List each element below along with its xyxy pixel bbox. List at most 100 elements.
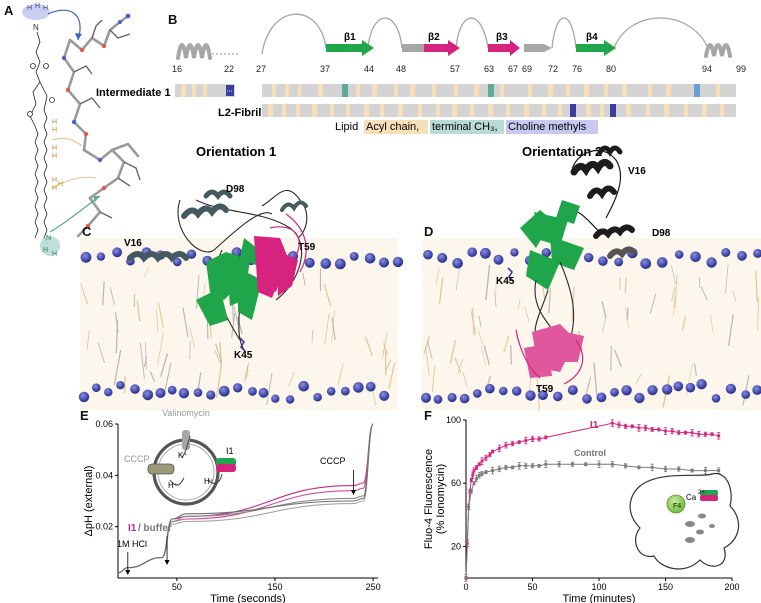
lipid-headgroup bbox=[656, 257, 668, 268]
legend-ch3-swatch bbox=[430, 120, 504, 134]
lipid-headgroup bbox=[326, 387, 336, 396]
atom-h: H bbox=[43, 247, 48, 254]
lipid-tail bbox=[685, 363, 693, 397]
lipid-headgroup bbox=[541, 248, 551, 258]
lipid-tail bbox=[266, 372, 273, 406]
lipid-headgroup bbox=[741, 390, 750, 399]
label-buffer: / buffer bbox=[138, 523, 172, 534]
contact-stripe bbox=[398, 104, 403, 117]
lipid-headgroup bbox=[473, 389, 482, 398]
y-tick-label: 20 bbox=[451, 541, 461, 551]
atom-h: H bbox=[52, 145, 57, 152]
lipid-tail bbox=[732, 290, 737, 302]
bar-fibril bbox=[262, 104, 736, 117]
residue-number: 22 bbox=[224, 64, 234, 74]
data-point bbox=[690, 469, 694, 472]
x-tick-label: 50 bbox=[172, 582, 182, 592]
lipid-headgroup bbox=[621, 385, 632, 396]
contact-stripe bbox=[506, 104, 510, 117]
lipid-tails bbox=[423, 262, 760, 411]
legend-acyl-swatch bbox=[364, 120, 428, 134]
x-tick-label: 50 bbox=[527, 582, 537, 592]
residue-number: 67 bbox=[508, 64, 518, 74]
lipid-headgroup bbox=[104, 388, 113, 397]
lipid-tail bbox=[438, 277, 444, 304]
data-point bbox=[511, 466, 514, 469]
lipid-headgroup bbox=[596, 392, 607, 403]
data-point bbox=[584, 462, 588, 466]
lipid-tail bbox=[470, 311, 476, 334]
contact-stripe bbox=[285, 84, 289, 97]
lipid-headgroup bbox=[96, 252, 106, 261]
lipid-tail bbox=[624, 277, 627, 294]
lipid-headgroup bbox=[285, 395, 295, 404]
arrow-head bbox=[75, 33, 82, 40]
lipid-tail bbox=[699, 277, 701, 289]
atom-h: H bbox=[52, 177, 57, 184]
lipid-tail bbox=[454, 356, 462, 374]
lipid-headgroup bbox=[178, 388, 190, 399]
residue-number: 76 bbox=[572, 64, 582, 74]
lipid-headgroup bbox=[499, 386, 508, 396]
label-t59: T59 bbox=[536, 384, 554, 395]
data-point bbox=[475, 466, 479, 469]
data-point bbox=[644, 426, 647, 430]
contact-stripe bbox=[342, 84, 348, 97]
lipid-tail bbox=[232, 302, 239, 326]
i1-icon-green bbox=[700, 490, 718, 496]
lipid-tail bbox=[585, 376, 592, 396]
contact-stripe bbox=[364, 104, 369, 117]
lipid-tail bbox=[302, 273, 306, 286]
data-point bbox=[469, 489, 473, 493]
y-tick-label: 60 bbox=[451, 478, 461, 488]
lipid-headgroup bbox=[142, 389, 154, 401]
lipid-headgroup bbox=[674, 250, 684, 259]
data-point bbox=[517, 464, 521, 468]
contact-stripe bbox=[702, 104, 707, 117]
legend-choline: Choline methyls bbox=[508, 121, 587, 133]
contact-stripe bbox=[330, 104, 334, 117]
contact-stripe bbox=[454, 84, 458, 97]
lipid-tail bbox=[757, 297, 760, 330]
lipid-tail bbox=[331, 317, 336, 340]
residue-number: 80 bbox=[606, 64, 616, 74]
residue-number: 99 bbox=[736, 64, 746, 74]
lipid-tail bbox=[383, 342, 388, 355]
contact-stripe bbox=[584, 84, 589, 97]
lipid-tail bbox=[462, 372, 468, 386]
lipid-headgroup bbox=[752, 385, 761, 395]
label-k45: K45 bbox=[234, 350, 253, 361]
lipid-tail bbox=[673, 295, 676, 317]
strand-beta4 bbox=[576, 40, 616, 56]
lipid-tail bbox=[478, 315, 482, 328]
loop bbox=[455, 17, 489, 49]
residue-number: 16 bbox=[172, 64, 182, 74]
data-point bbox=[504, 443, 508, 447]
terminal-ch3-highlight bbox=[40, 236, 60, 256]
data-point bbox=[491, 469, 494, 472]
contact-stripe bbox=[418, 104, 422, 117]
data-point bbox=[464, 576, 468, 580]
lipid-tail bbox=[435, 268, 440, 286]
panel-label-a: A bbox=[4, 3, 14, 18]
lipid-headgroup bbox=[258, 387, 269, 398]
atom-n: N bbox=[33, 23, 39, 32]
lipid-tail bbox=[189, 326, 196, 348]
residue-number: 72 bbox=[548, 64, 558, 74]
lipid-headgroup bbox=[512, 386, 522, 396]
data-point bbox=[488, 453, 492, 457]
lipid-headgroup bbox=[634, 392, 645, 404]
lipid-tail bbox=[485, 264, 491, 300]
lipid-tail bbox=[143, 356, 148, 368]
lipid-tail bbox=[426, 340, 433, 359]
loop bbox=[551, 17, 577, 49]
label-beta2: β2 bbox=[428, 32, 440, 43]
data-point bbox=[491, 450, 494, 453]
label-cccp-inset: CCCP bbox=[124, 454, 150, 464]
lipid-skeleton bbox=[27, 31, 55, 245]
contact-stripe bbox=[664, 104, 669, 117]
lipid-headgroup bbox=[206, 390, 216, 400]
